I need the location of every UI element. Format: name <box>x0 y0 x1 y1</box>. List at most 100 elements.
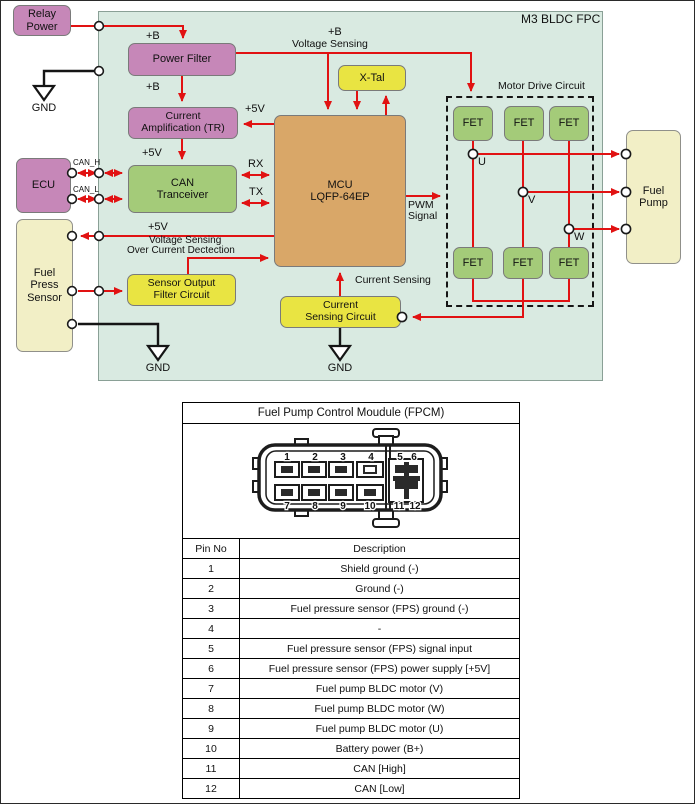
label-can-h: CAN_H <box>73 158 101 167</box>
motor-drive-circuit-boundary <box>446 96 594 307</box>
pin-no: 10 <box>182 738 240 759</box>
wire-gnd-fps <box>78 322 160 345</box>
gnd-triangle-fps <box>145 344 171 362</box>
label-m3-bldc-fpc: M3 BLDC FPC <box>521 12 601 26</box>
block-fuel-press-sensor: Fuel Press Sensor <box>16 219 73 352</box>
label-tx: TX <box>249 186 264 198</box>
pin-terminal-3 <box>335 466 347 473</box>
block-ecu: ECU <box>16 158 71 213</box>
pin-description: Ground (-) <box>239 578 520 599</box>
label-plus-b-top: +B <box>328 26 342 38</box>
node-border-canl <box>93 193 105 205</box>
pin-description: Fuel pump BLDC motor (W) <box>239 698 520 719</box>
pin-number-5: 5 <box>397 452 403 463</box>
node-batt-border <box>93 20 105 32</box>
block-fet-top-1: FET <box>453 106 493 141</box>
pin-description: Shield ground (-) <box>239 558 520 579</box>
node-pump-v <box>620 186 632 198</box>
pin-no: 6 <box>182 658 240 679</box>
block-fet-top-2: FET <box>504 106 544 141</box>
fpcm-table-title: Fuel Pump Control Moudule (FPCM) <box>182 402 520 424</box>
block-current-amplification: Current Amplification (TR) <box>128 107 238 139</box>
col-header-pin-no: Pin No <box>182 538 240 559</box>
connector-latch-section <box>385 445 424 510</box>
col-header-description: Description <box>239 538 520 559</box>
node-phase-u <box>467 148 479 160</box>
pin-description: CAN [Low] <box>239 778 520 799</box>
label-can-l: CAN_L <box>73 185 99 194</box>
pin-description: Fuel pressure sensor (FPS) ground (-) <box>239 598 520 619</box>
pin-number-9: 9 <box>340 501 346 512</box>
pin-no: 12 <box>182 778 240 799</box>
pin-no: 4 <box>182 618 240 639</box>
gnd-symbols <box>31 84 353 362</box>
block-fet-top-3: FET <box>549 106 589 141</box>
pin-number-10: 10 <box>364 501 376 512</box>
connector-bottom-tab-cap <box>372 518 400 528</box>
label-rx: RX <box>248 158 264 170</box>
label-gnd-fps: GND <box>145 362 171 374</box>
node-pump-w <box>620 223 632 235</box>
pin-description: Fuel pressure sensor (FPS) power supply … <box>239 658 520 679</box>
label-plus-5v-can: +5V <box>142 147 162 159</box>
block-fet-bottom-1: FET <box>453 247 493 279</box>
pin-terminal-8 <box>308 489 320 496</box>
pin-description: - <box>239 618 520 639</box>
label-plus-5v-amp: +5V <box>245 103 265 115</box>
block-relay-power: Relay Power <box>13 5 71 36</box>
pin-number-4: 4 <box>368 452 374 463</box>
wire-fet-bottom-bus <box>472 279 570 302</box>
label-phase-u: U <box>478 156 486 168</box>
label-gnd-csc: GND <box>327 362 353 374</box>
pin-number-8: 8 <box>312 501 318 512</box>
wire-filter-to-mcu <box>187 254 269 274</box>
label-motor-drive-circuit: Motor Drive Circuit <box>498 80 585 92</box>
fpcm-pinout-panel: Fuel Pump Control Moudule (FPCM) <box>182 402 520 799</box>
pin-terminal-2 <box>308 466 320 473</box>
pin-row: 4- <box>182 618 520 639</box>
wire-bus-to-csc <box>412 279 524 321</box>
block-x-tal: X-Tal <box>338 65 406 91</box>
pin-description: Battery power (B+) <box>239 738 520 759</box>
connector-drawing-area: 1 2 3 4 5 6 7 8 9 10 11 12 <box>182 424 520 539</box>
gnd-triangle-top <box>31 84 57 102</box>
pin-cavity-4 <box>356 461 384 478</box>
connector-pin-numbers: 1 2 3 4 5 6 7 8 9 10 11 12 <box>283 451 422 514</box>
pin-no: 2 <box>182 578 240 599</box>
wiring-layer <box>31 20 632 362</box>
wire-gnd-top <box>42 69 98 85</box>
pin-terminal-11 <box>395 481 404 489</box>
node-csc-input <box>396 311 408 323</box>
label-phase-v: V <box>528 194 536 206</box>
node-phase-v <box>517 186 529 198</box>
pin-terminal-9 <box>335 489 347 496</box>
node-fps-5v <box>66 230 78 242</box>
block-fet-bottom-3: FET <box>549 247 589 279</box>
connector-drawing: 1 2 3 4 5 6 7 8 9 10 11 12 <box>252 428 448 528</box>
connector-inner-pins <box>281 465 377 496</box>
node-pump-u <box>620 148 632 160</box>
fpcm-block-diagram: Relay Power Power Filter Current Amplifi… <box>1 1 694 401</box>
label-gnd-top: GND <box>31 102 57 114</box>
pin-terminal-12 <box>409 481 418 489</box>
pin-description: CAN [High] <box>239 758 520 779</box>
pin-table-header: Pin No Description <box>182 538 520 559</box>
pin-terminal-10 <box>364 489 376 496</box>
node-phase-w <box>563 223 575 235</box>
label-current-sensing: Current Sensing <box>355 274 431 286</box>
red-wires <box>71 25 620 321</box>
pin-no: 5 <box>182 638 240 659</box>
node-border-canh <box>93 167 105 179</box>
pin-no: 8 <box>182 698 240 719</box>
wire-voltage-sensing-to-motor-drive <box>236 52 475 92</box>
